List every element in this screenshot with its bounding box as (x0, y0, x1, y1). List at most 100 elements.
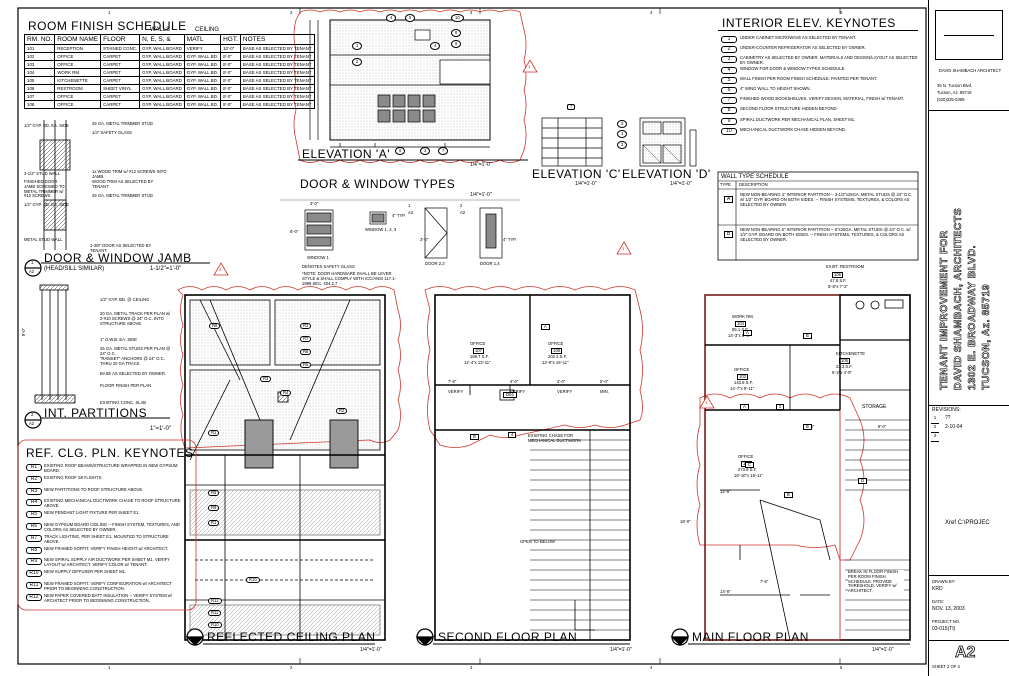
hardware-note: *NOTE: DOOR HARDWARE SHALL BE LEVER STYL… (302, 271, 396, 286)
rcp-tag: R3 (260, 376, 272, 383)
col-notes: NOTES (239, 34, 315, 45)
second-floor-room-area: 202.3 S.F. (548, 354, 567, 359)
col-matl: MATL (183, 34, 222, 45)
main-floor-tag: A (743, 330, 752, 337)
elevation-d-scale: 1/4"=1'-0" (670, 181, 692, 187)
room-finish-cell: CARPET (100, 60, 141, 69)
main-floor-dim: 6'-0" (878, 424, 887, 429)
door-window-tag: A2 (460, 210, 466, 215)
door-window-label: 6'-0" (290, 229, 299, 234)
jamb-note: WOOD TRIM AS SELECTED BY TENANT (92, 179, 154, 189)
room-finish-title: ROOM FINISH SCHEDULE (28, 19, 187, 33)
door-window-label: 3'-0" (310, 201, 319, 206)
room-finish-cell: CARPET (100, 68, 141, 77)
restroom-area: 47.8 S.F. (830, 278, 847, 283)
room-finish-cell: BASE AS SELECTED BY TENANT (239, 68, 315, 77)
room-finish-cell: BASE AS SELECTED BY TENANT (239, 60, 315, 69)
xref-note: Xref C:\PROJEC (945, 520, 990, 526)
architect-name: DAVID SHAMBACH ARCHITECT (938, 68, 1002, 73)
partition-note: "RAMSET" ANCHORS @ 24" O.C. THRU 20 GA T… (100, 356, 165, 366)
room-finish-cell: CARPET (100, 76, 141, 85)
ceiling-keynote-text: NEW PAPER COVERED BATT INSULATION -- VER… (44, 592, 173, 603)
rcp-tag: R5 (208, 490, 220, 497)
jamb-scale: 1-1/2"=1'-0" (150, 266, 182, 272)
door-window-tag: 2 (460, 203, 463, 208)
architect-logo (935, 10, 1003, 60)
project-title-line: TENANT IMPROVEMENT FOR (938, 230, 951, 390)
rcp-tag: R5 (300, 362, 312, 369)
second-floor-dim: 4'-0" (510, 379, 519, 384)
partition-note: BASE AS SELECTED BY OWNER. (100, 371, 167, 376)
room-finish-cell: BASE AS SELECTED BY TENANT (239, 92, 315, 101)
partition-height-dim: 9'-0" (21, 327, 27, 337)
revision-number: 3 (931, 433, 939, 442)
room-finish-table: RM. NO. ROOM NAME FLOOR N, E, S, & MATL … (23, 34, 315, 109)
elevation-a-callout: 4 (386, 14, 397, 23)
ceiling-keynote-tag: R12 (26, 593, 42, 601)
main-floor-room-dims: 18'-10"x 16'-11" (734, 473, 763, 478)
rcp-scale: 1/4"=1'-0" (360, 647, 382, 653)
sheet-of: SHEET 2 OF 4 (932, 664, 960, 669)
col-floor: FLOOR (100, 34, 141, 45)
ceiling-keynote-text: NEW PARTITIONS TO ROOF STRUCTURE ABOVE. (44, 486, 144, 492)
elevation-a-callout: 3 (420, 147, 431, 156)
partition-title: INT. PARTITIONS (44, 406, 148, 420)
room-finish-cell: GYP. WALL BD. (183, 52, 222, 61)
main-floor-tag: 2 (776, 404, 785, 411)
rcp-tag: R11 (208, 610, 222, 617)
rcp-tag: R1 (208, 430, 220, 437)
room-finish-cell: KITCHENETTE (54, 76, 102, 85)
revisions-label: REVISIONS: (932, 407, 961, 413)
second-floor-room-name: OFFICE (548, 341, 564, 346)
revision-triangles (213, 59, 715, 409)
elevation-a-callout: 10 (451, 14, 464, 23)
open-below-note: OPEN TO BELOW (520, 539, 555, 544)
partition-note: 20 GA. METAL TRACK PER PLAN w/ 2-#10 SCR… (100, 311, 171, 326)
walls-group-header: WALLS (150, 27, 171, 33)
rcp-tag: R7 (300, 336, 312, 343)
wall-type-tag: B (724, 231, 734, 238)
door-window-label: WINDOW 1, 2, 3 (365, 227, 397, 232)
rcp-title: REFLECTED CEILING PLAN (207, 630, 376, 644)
rcp-tag: R8 (209, 323, 221, 330)
room-finish-cell: GYP. WALL BOARD (139, 92, 185, 101)
second-floor-room-dims: 12'-9"x 15'-11" (542, 360, 569, 365)
revision-cloud-rcp (177, 286, 401, 449)
second-floor-rev: 1 (622, 246, 625, 251)
room-finish-cell: GYP. WALL BOARD (139, 100, 185, 109)
room-finish-cell: 8'-0" (220, 92, 241, 101)
main-floor-tag: C (745, 462, 755, 469)
interior-keynote-tag: 1 (721, 36, 737, 43)
ceiling-keynote-text: TRACK LIGHTING, PER SHEET E1, MOUNTED TO… (44, 533, 169, 544)
ceiling-keynote-tag: R5 (26, 511, 42, 519)
elevation-d-title: ELEVATION 'D' (622, 167, 711, 181)
col-walls: N, E, S, & (139, 34, 185, 45)
interior-keynote-tag: 7 (721, 97, 737, 105)
main-floor-room-area: 23.3 S.F. (836, 364, 853, 369)
room-finish-cell: 102 (23, 52, 56, 61)
grid-number-top: 4 (650, 10, 653, 15)
partition-note: 1/2" GYP. BD. @ CEILING (100, 297, 150, 302)
room-finish-cell: CARPET (100, 52, 141, 61)
revision-text: ?? (945, 415, 951, 421)
interior-keynote-tag: 6 (721, 87, 737, 94)
main-floor-room-dims: 14'-7"x 9'-11" (730, 386, 755, 391)
door-window-label: 4" TYP. (392, 213, 406, 218)
main-floor-tag: A (740, 404, 749, 411)
room-finish-cell: 105 (23, 76, 56, 85)
interior-keynote-tag: 9 (721, 117, 737, 125)
second-floor-verify: VERIFY (557, 389, 573, 394)
elevation-a-callout: 7 (438, 147, 449, 156)
jamb-note: 1x WOOD TRIM w/ #12 SCREWS INTO JAMB (92, 169, 167, 179)
second-floor-drawing (424, 286, 643, 641)
rcp-tag: R6 (300, 349, 312, 356)
partition-note: EXISTING CONC. SLAB (100, 400, 147, 405)
grid-number-top: 3 (470, 10, 473, 15)
second-floor-scale: 1/4"=1'-0" (610, 647, 632, 653)
jamb-detail-drawing (39, 120, 71, 250)
second-floor-tag: D04 (503, 392, 517, 399)
door-window-label: 3'-0" (420, 237, 429, 242)
